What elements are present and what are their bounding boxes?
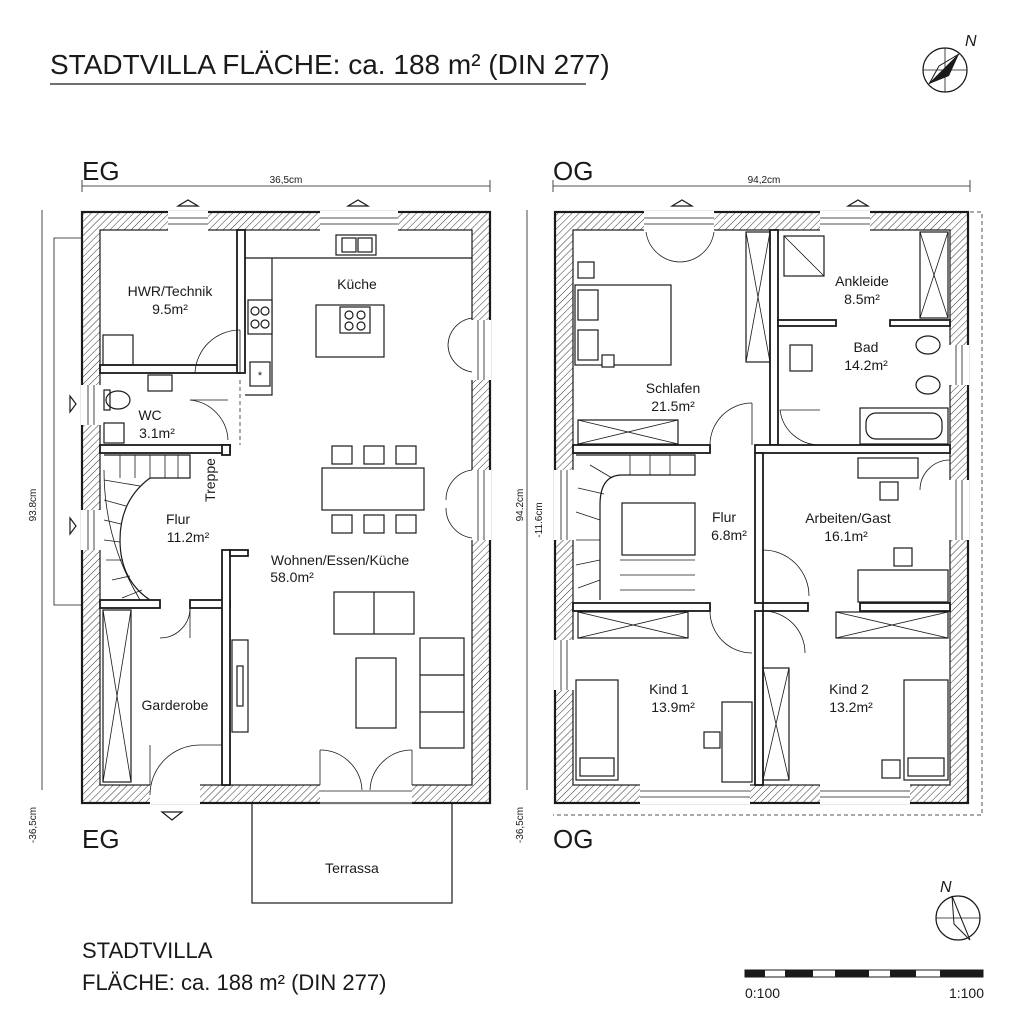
scale-left-label: 0:100 (745, 985, 780, 1001)
og-plan: OG 94,2cm 94.2cm -11.6cm -36,5cm (515, 156, 983, 854)
og-room-kind2-name: Kind 2 (829, 681, 869, 697)
sheet-title: STADTVILLA FLÄCHE: ca. 188 m² (DIN 277) (50, 49, 610, 80)
eg-room-hwr-area: 9.5m² (152, 301, 188, 317)
eg-label-bottom: EG (82, 824, 120, 854)
eg-dim-bottom-left: -36,5cm (28, 807, 39, 843)
og-room-flur-area: 6.8m² (711, 527, 747, 543)
og-room-arbeiten-name: Arbeiten/Gast (805, 510, 891, 526)
og-room-kind1-name: Kind 1 (649, 681, 689, 697)
og-double-bed (574, 284, 672, 366)
eg-terrace-outline (251, 802, 453, 904)
compass-north-label: N (965, 33, 977, 50)
og-room-schlafen-name: Schlafen (646, 380, 700, 396)
compass-bottom-north-label: N (940, 879, 952, 896)
compass-bottom: N (935, 879, 981, 941)
og-dim-left: 94.2cm (515, 489, 526, 522)
og-room-kind2-area: 13.2m² (829, 699, 873, 715)
og-room-ankleide-name: Ankleide (835, 273, 889, 289)
eg-dim-left: 93.8cm (28, 489, 39, 522)
compass-top: N (922, 33, 977, 93)
eg-room-flur-area: 11.2m² (167, 529, 210, 545)
og-room-ankleide-area: 8.5m² (844, 291, 880, 307)
eg-plan: EG 36,5cm 93.8cm -36,5cm (28, 156, 492, 904)
eg-room-flur-name: Flur (166, 511, 190, 527)
eg-dining-table (321, 467, 425, 511)
og-label-top: OG (553, 156, 593, 186)
og-kind2-bed (903, 679, 949, 781)
og-room-bad-name: Bad (854, 339, 879, 355)
eg-room-garderobe-name: Garderobe (142, 697, 209, 713)
eg-kitchen-island (315, 304, 385, 358)
og-kind1-bed (575, 679, 619, 781)
eg-room-terrasse-name: Terrassa (325, 860, 379, 876)
scale-bar: 0:100 1:100 (744, 969, 984, 1001)
og-room-arbeiten-area: 16.1m² (824, 528, 868, 544)
og-dim-bottom-left: -36,5cm (515, 807, 526, 843)
footer-title: STADTVILLA (82, 938, 213, 963)
og-dim-top: 94,2cm (748, 175, 781, 186)
og-dim-left2: -11.6cm (534, 502, 545, 537)
eg-room-treppe-name: Treppe (202, 458, 218, 502)
eg-room-hwr-name: HWR/Technik (128, 283, 214, 299)
og-room-kind1-area: 13.9m² (651, 699, 695, 715)
eg-label-top: EG (82, 156, 120, 186)
og-room-flur-name: Flur (712, 509, 736, 525)
eg-dim-top: 36,5cm (270, 175, 303, 186)
og-room-bad-area: 14.2m² (844, 357, 888, 373)
eg-room-kueche-name: Küche (337, 276, 377, 292)
eg-stairs (103, 454, 191, 601)
svg-text:*: * (258, 370, 263, 382)
eg-room-wc-name: WC (138, 407, 161, 423)
og-room-schlafen-area: 21.5m² (651, 398, 695, 414)
eg-room-wohnen-name: Wohnen/Essen/Küche (271, 552, 409, 568)
eg-room-wohnen-area: 58.0m² (270, 569, 314, 585)
eg-room-wc-area: 3.1m² (139, 425, 175, 441)
footer-area: FLÄCHE: ca. 188 m² (DIN 277) (82, 970, 386, 995)
scale-right-label: 1:100 (949, 985, 984, 1001)
og-label-bottom: OG (553, 824, 593, 854)
og-stairs (575, 454, 696, 600)
